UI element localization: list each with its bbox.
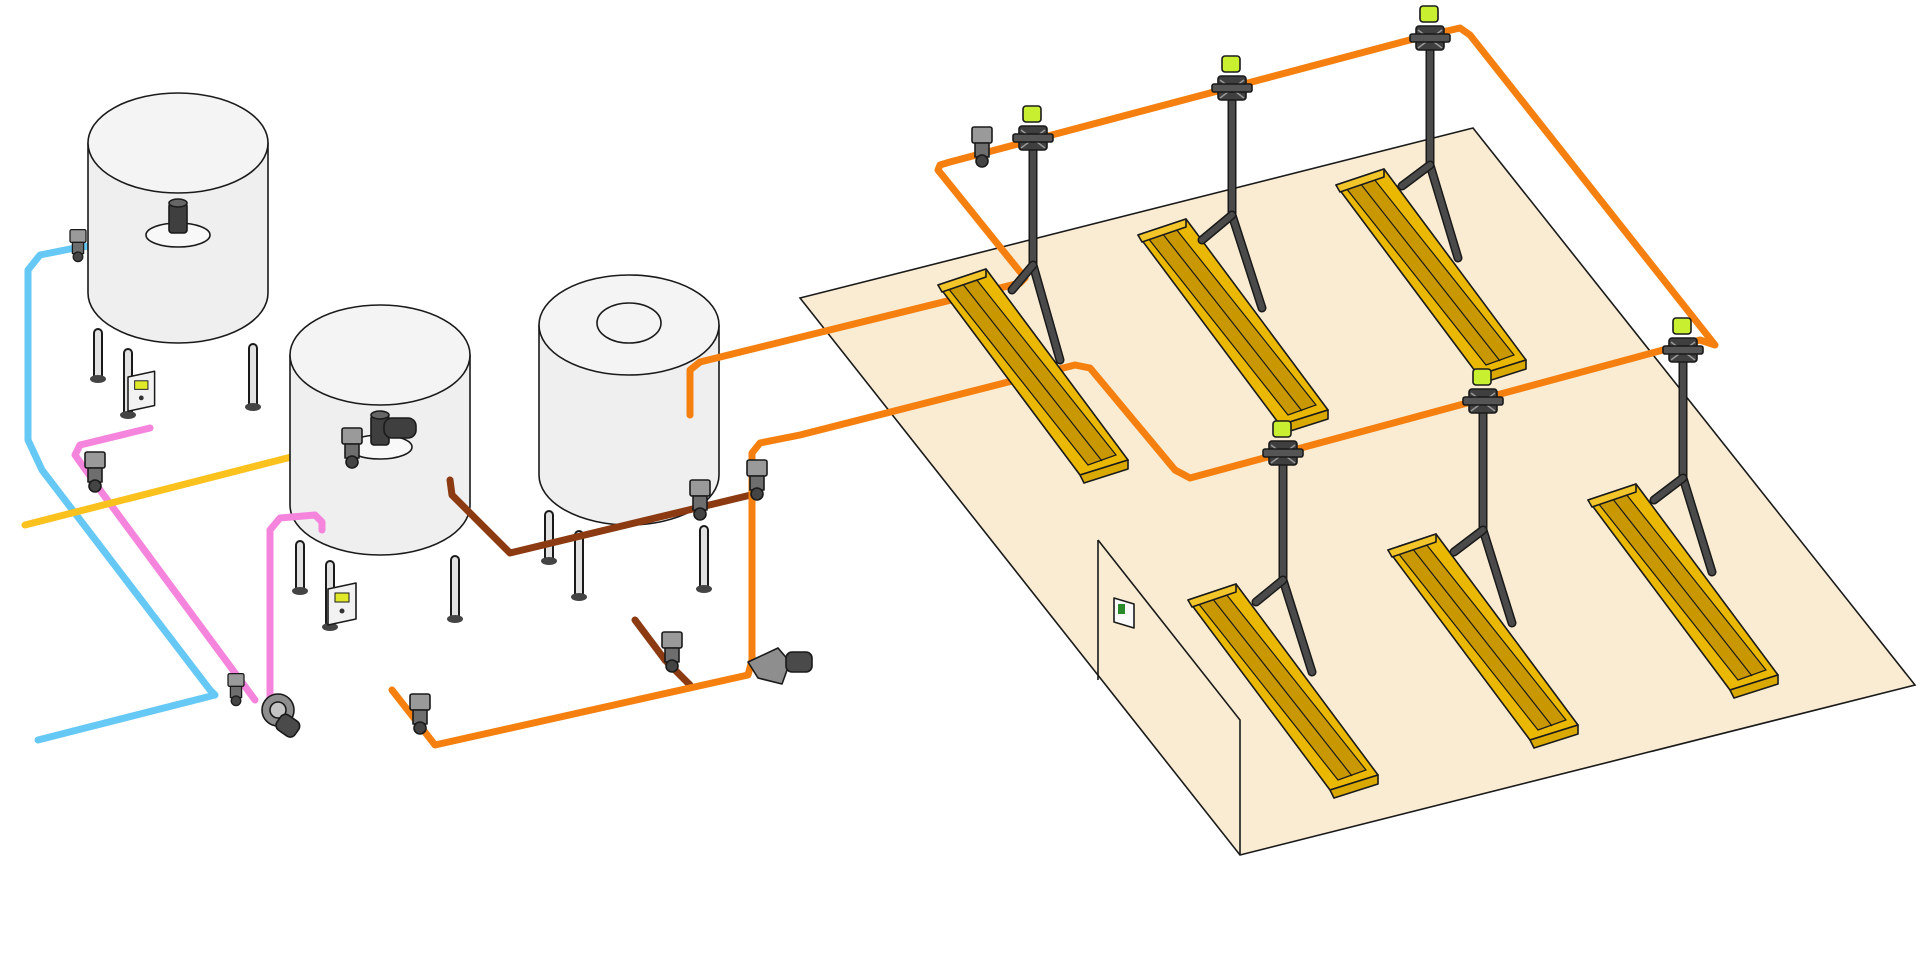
feed-dropper-icon (1397, 5, 1463, 263)
brown-pipe-drain (631, 616, 694, 689)
feed-dropper-icon (1449, 368, 1517, 628)
feed-dropper-icon (1649, 317, 1717, 577)
brown-pipe (446, 476, 759, 557)
sensor-icon (1012, 105, 1054, 151)
feed-dropper-icon (1007, 105, 1065, 365)
valve-icon (84, 451, 106, 493)
barn-floor (798, 127, 1917, 856)
valve-icon (971, 126, 993, 168)
pump-icon (261, 693, 303, 741)
pink-pipe (71, 424, 259, 704)
valve-icon (661, 631, 683, 673)
motor-icon (383, 417, 417, 439)
tank-icon (88, 93, 268, 419)
valve-icon (227, 672, 245, 707)
valve-icon (689, 479, 711, 521)
sensor-icon (1409, 5, 1451, 51)
wall-switch-icon (1113, 597, 1135, 629)
valve-icon (409, 693, 431, 735)
feed-dropper-icon (1251, 420, 1317, 677)
pink-pipe-riser (266, 511, 326, 704)
valve-icon (69, 228, 87, 263)
sensor-icon (1211, 55, 1253, 101)
pump-icon (747, 647, 813, 685)
feed-dropper-icon (1197, 55, 1267, 313)
tank-icon (290, 305, 470, 631)
tank-icon (539, 275, 719, 601)
